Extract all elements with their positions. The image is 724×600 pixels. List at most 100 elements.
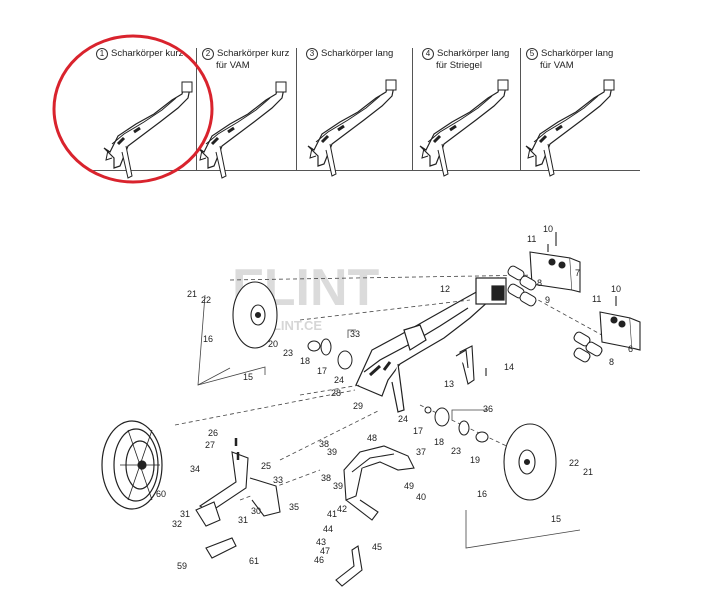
variant-3-number: 3 bbox=[306, 48, 318, 60]
callout: 33 bbox=[273, 475, 283, 485]
variant-separator bbox=[520, 48, 521, 170]
callout: 39 bbox=[327, 447, 337, 457]
callout: 10 bbox=[543, 224, 553, 234]
callout: 59 bbox=[177, 561, 187, 571]
callout: 8 bbox=[537, 278, 542, 288]
variant-1-number: 1 bbox=[96, 48, 108, 60]
clamp-bracket-lower bbox=[573, 296, 641, 363]
callout: 28 bbox=[331, 388, 341, 398]
disc-left bbox=[232, 281, 278, 349]
variant-2-line2: für VAM bbox=[216, 60, 250, 71]
callout: 39 bbox=[333, 481, 343, 491]
variant-2-line1: Scharkörper kurz bbox=[217, 48, 290, 59]
variant-baseline bbox=[92, 170, 640, 171]
callout: 6 bbox=[628, 344, 633, 354]
depth-wheel bbox=[101, 420, 163, 510]
lever bbox=[335, 545, 363, 587]
mud-guard bbox=[343, 445, 415, 521]
group-brackets bbox=[197, 294, 581, 549]
callout: 38 bbox=[321, 473, 331, 483]
callout: 34 bbox=[190, 464, 200, 474]
callout: 37 bbox=[416, 447, 426, 457]
variant-1-line1: Scharkörper kurz bbox=[111, 48, 184, 59]
callout: 23 bbox=[451, 446, 461, 456]
callout: 22 bbox=[569, 458, 579, 468]
callout: 41 bbox=[327, 509, 337, 519]
callout: 36 bbox=[483, 404, 493, 414]
callout: 7 bbox=[575, 268, 580, 278]
variant-separator bbox=[196, 48, 197, 170]
callout: 31 bbox=[180, 509, 190, 519]
variant-1-thumbnail[interactable] bbox=[102, 80, 194, 180]
callout: 45 bbox=[372, 542, 382, 552]
callout: 15 bbox=[243, 372, 253, 382]
callout: 44 bbox=[323, 524, 333, 534]
callout: 16 bbox=[203, 334, 213, 344]
callout: 20 bbox=[268, 339, 278, 349]
variant-4-line1: Scharkörper lang bbox=[437, 48, 510, 59]
callout: 22 bbox=[201, 295, 211, 305]
callout: 24 bbox=[334, 375, 344, 385]
callout: 18 bbox=[300, 356, 310, 366]
variant-3-line1: Scharkörper lang bbox=[321, 48, 394, 59]
callout: 21 bbox=[583, 467, 593, 477]
callout: 31 bbox=[238, 515, 248, 525]
watermark-sub: FLINT.CE bbox=[265, 318, 322, 333]
callout: 17 bbox=[413, 426, 423, 436]
variant-separator bbox=[296, 48, 297, 170]
callout: 60 bbox=[156, 489, 166, 499]
callout: 13 bbox=[444, 379, 454, 389]
callout: 11 bbox=[592, 294, 601, 304]
callout: 47 bbox=[320, 546, 330, 556]
callout: 42 bbox=[337, 504, 347, 514]
callout: 14 bbox=[504, 362, 514, 372]
wheel-arm bbox=[195, 438, 281, 559]
callout: 25 bbox=[261, 461, 271, 471]
callout: 21 bbox=[187, 289, 197, 299]
variant-5-line2: für VAM bbox=[540, 60, 574, 71]
variant-3-thumbnail[interactable] bbox=[306, 78, 398, 178]
callout: 33 bbox=[350, 329, 360, 339]
callout: 46 bbox=[314, 555, 324, 565]
callout-labels: 10 11 7 8 9 12 11 10 6 8 21 22 16 33 20 … bbox=[156, 224, 633, 571]
callout: 18 bbox=[434, 437, 444, 447]
variant-4-thumbnail[interactable] bbox=[418, 78, 510, 178]
callout: 24 bbox=[398, 414, 408, 424]
disc-right bbox=[503, 423, 557, 501]
variant-4-line2: für Striegel bbox=[436, 60, 482, 71]
callout: 40 bbox=[416, 492, 426, 502]
callout: 27 bbox=[205, 440, 215, 450]
callout: 17 bbox=[317, 366, 327, 376]
main-shank-assembly bbox=[355, 277, 507, 413]
variant-separator bbox=[412, 48, 413, 170]
callout: 26 bbox=[208, 428, 218, 438]
callout: 10 bbox=[611, 284, 621, 294]
callout: 29 bbox=[353, 401, 363, 411]
callout: 8 bbox=[609, 357, 614, 367]
callout: 9 bbox=[545, 295, 550, 305]
bearing-parts bbox=[307, 338, 489, 443]
callout: 35 bbox=[289, 502, 299, 512]
callout: 23 bbox=[283, 348, 293, 358]
callout: 61 bbox=[249, 556, 259, 566]
selection-highlight bbox=[52, 34, 214, 184]
callout: 11 bbox=[527, 234, 536, 244]
callout: 38 bbox=[319, 439, 329, 449]
bushings-upper bbox=[507, 265, 537, 307]
callout: 19 bbox=[470, 455, 480, 465]
variant-5-line1: Scharkörper lang bbox=[541, 48, 614, 59]
callout: 16 bbox=[477, 489, 487, 499]
callout: 32 bbox=[172, 519, 182, 529]
variant-5-thumbnail[interactable] bbox=[524, 78, 616, 178]
